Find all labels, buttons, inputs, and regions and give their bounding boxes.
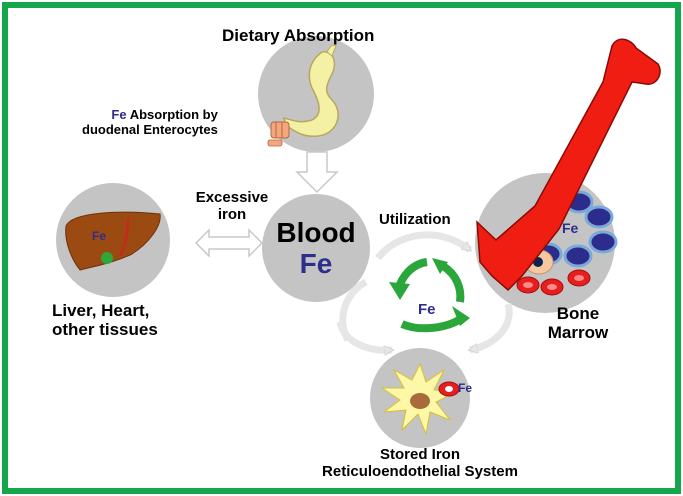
liver-node [56,183,170,297]
dietary-absorption-title: Dietary Absorption [222,26,374,45]
absorption-label-line1: Absorption by [127,107,218,122]
absorption-element: Fe [111,107,126,122]
stored-iron-node [370,348,470,448]
bone-marrow-label: Bone Marrow [528,304,628,342]
cycle-element: Fe [418,302,436,319]
precursor-cell [590,232,616,252]
marrow-element: Fe [562,221,578,237]
absorption-label: Fe Absorption by duodenal Enterocytes [82,108,218,137]
gallbladder-icon [101,252,113,264]
precursor-cell [586,207,612,227]
blood-word: Blood [262,217,370,248]
liver-element: Fe [92,230,106,243]
liver-label: Liver, Heart, other tissues [52,301,158,339]
stored-element: Fe [458,382,472,395]
blood-label: Blood Fe [262,217,370,280]
precursor-cell [565,246,591,266]
utilization-label: Utilization [379,212,451,229]
stored-iron-label: Stored Iron Reticuloendothelial System [300,447,540,481]
absorption-label-line2: duodenal Enterocytes [82,123,218,138]
dietary-absorption-node [258,36,374,152]
blood-element: Fe [262,248,370,279]
